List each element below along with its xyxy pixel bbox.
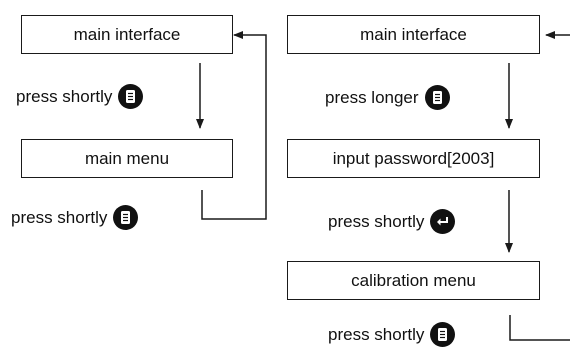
step-label: press shortly bbox=[328, 324, 425, 344]
arrow-right-return bbox=[509, 315, 570, 341]
box-label: calibration menu bbox=[351, 270, 476, 290]
step-label: press shortly bbox=[16, 86, 113, 106]
step-press-shortly-right-2: press shortly bbox=[328, 322, 456, 347]
step-press-shortly-left-1: press shortly bbox=[16, 84, 144, 109]
box-calibration-menu: calibration menu bbox=[287, 261, 540, 300]
menu-key-icon bbox=[118, 84, 144, 109]
step-label: press shortly bbox=[328, 211, 425, 231]
box-main-interface-left: main interface bbox=[21, 15, 233, 54]
arrow-left-return bbox=[201, 31, 267, 220]
step-label: press shortly bbox=[11, 207, 108, 227]
step-press-shortly-left-2: press shortly bbox=[11, 205, 139, 230]
enter-key-icon bbox=[430, 209, 456, 234]
step-label: press longer bbox=[325, 87, 419, 107]
step-press-longer: press longer bbox=[325, 85, 450, 110]
menu-key-icon bbox=[113, 205, 139, 230]
box-main-interface-right: main interface bbox=[287, 15, 540, 54]
box-label: main interface bbox=[360, 24, 467, 44]
menu-key-icon bbox=[424, 85, 450, 110]
box-main-menu: main menu bbox=[21, 139, 233, 178]
box-label: main interface bbox=[73, 24, 181, 44]
step-press-shortly-right-1: press shortly bbox=[328, 209, 456, 234]
box-label: input password[2003] bbox=[332, 148, 495, 168]
box-label: main menu bbox=[84, 148, 170, 168]
box-input-password: input password[2003] bbox=[287, 139, 540, 178]
menu-key-icon bbox=[430, 322, 456, 347]
